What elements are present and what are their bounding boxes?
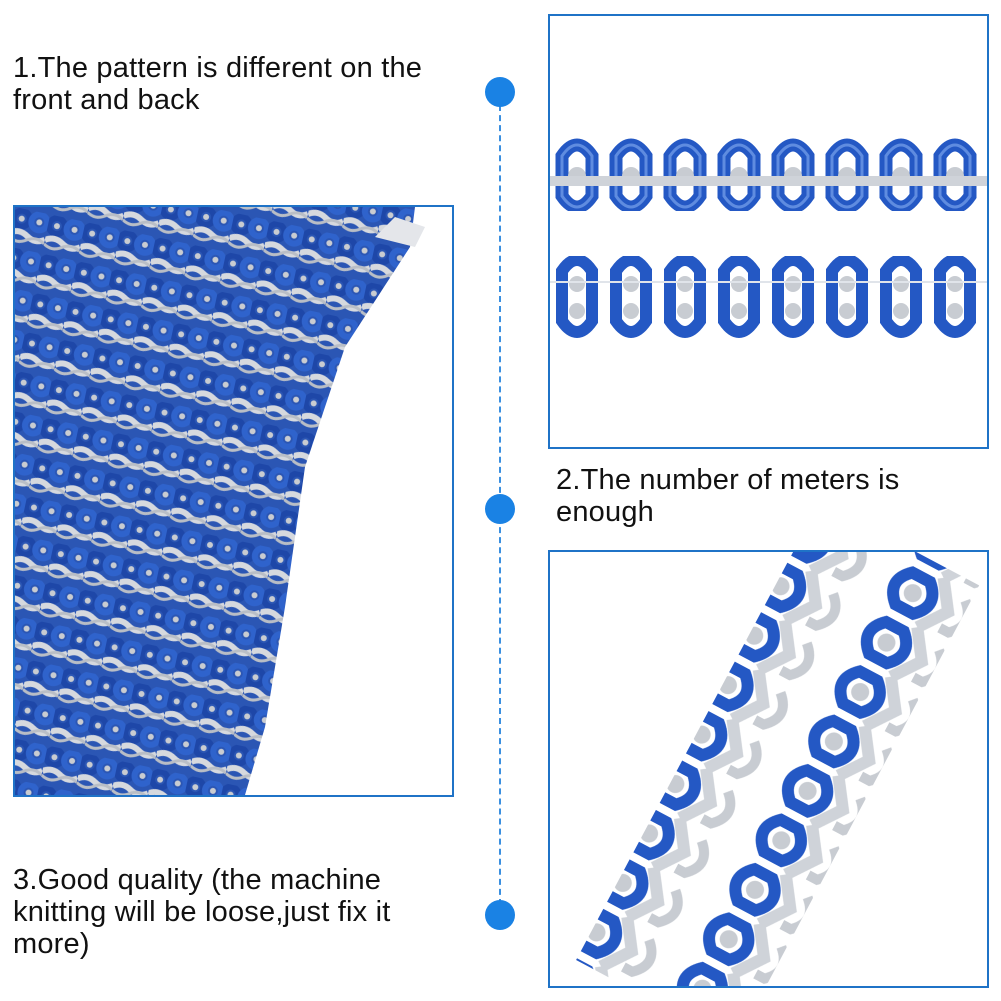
braid-diagonal-image <box>550 552 987 986</box>
caption-line: 3.Good quality (the machine <box>13 864 382 896</box>
photo-braid-front-back <box>548 14 989 449</box>
timeline-dot-3 <box>485 900 515 930</box>
caption-front-back: 1.The pattern is different on the front … <box>13 52 422 116</box>
caption-line: more) <box>13 928 90 960</box>
caption-quality: 3.Good quality (the machine knitting wil… <box>13 864 391 960</box>
caption-meters: 2.The number of meters is enough <box>556 464 899 528</box>
caption-line: 1.The pattern is different on the <box>13 52 423 84</box>
braid-strips-image <box>550 16 987 447</box>
timeline-dot-2 <box>485 494 515 524</box>
photo-braid-diagonal <box>548 550 989 988</box>
caption-line: enough <box>556 496 654 528</box>
caption-line: knitting will be loose,just fix it <box>13 896 391 928</box>
photo-braid-roll <box>13 205 454 797</box>
caption-line: 2.The number of meters is <box>556 464 900 496</box>
braid-roll-image <box>15 207 452 795</box>
caption-line: front and back <box>13 84 200 116</box>
timeline-dot-1 <box>485 77 515 107</box>
